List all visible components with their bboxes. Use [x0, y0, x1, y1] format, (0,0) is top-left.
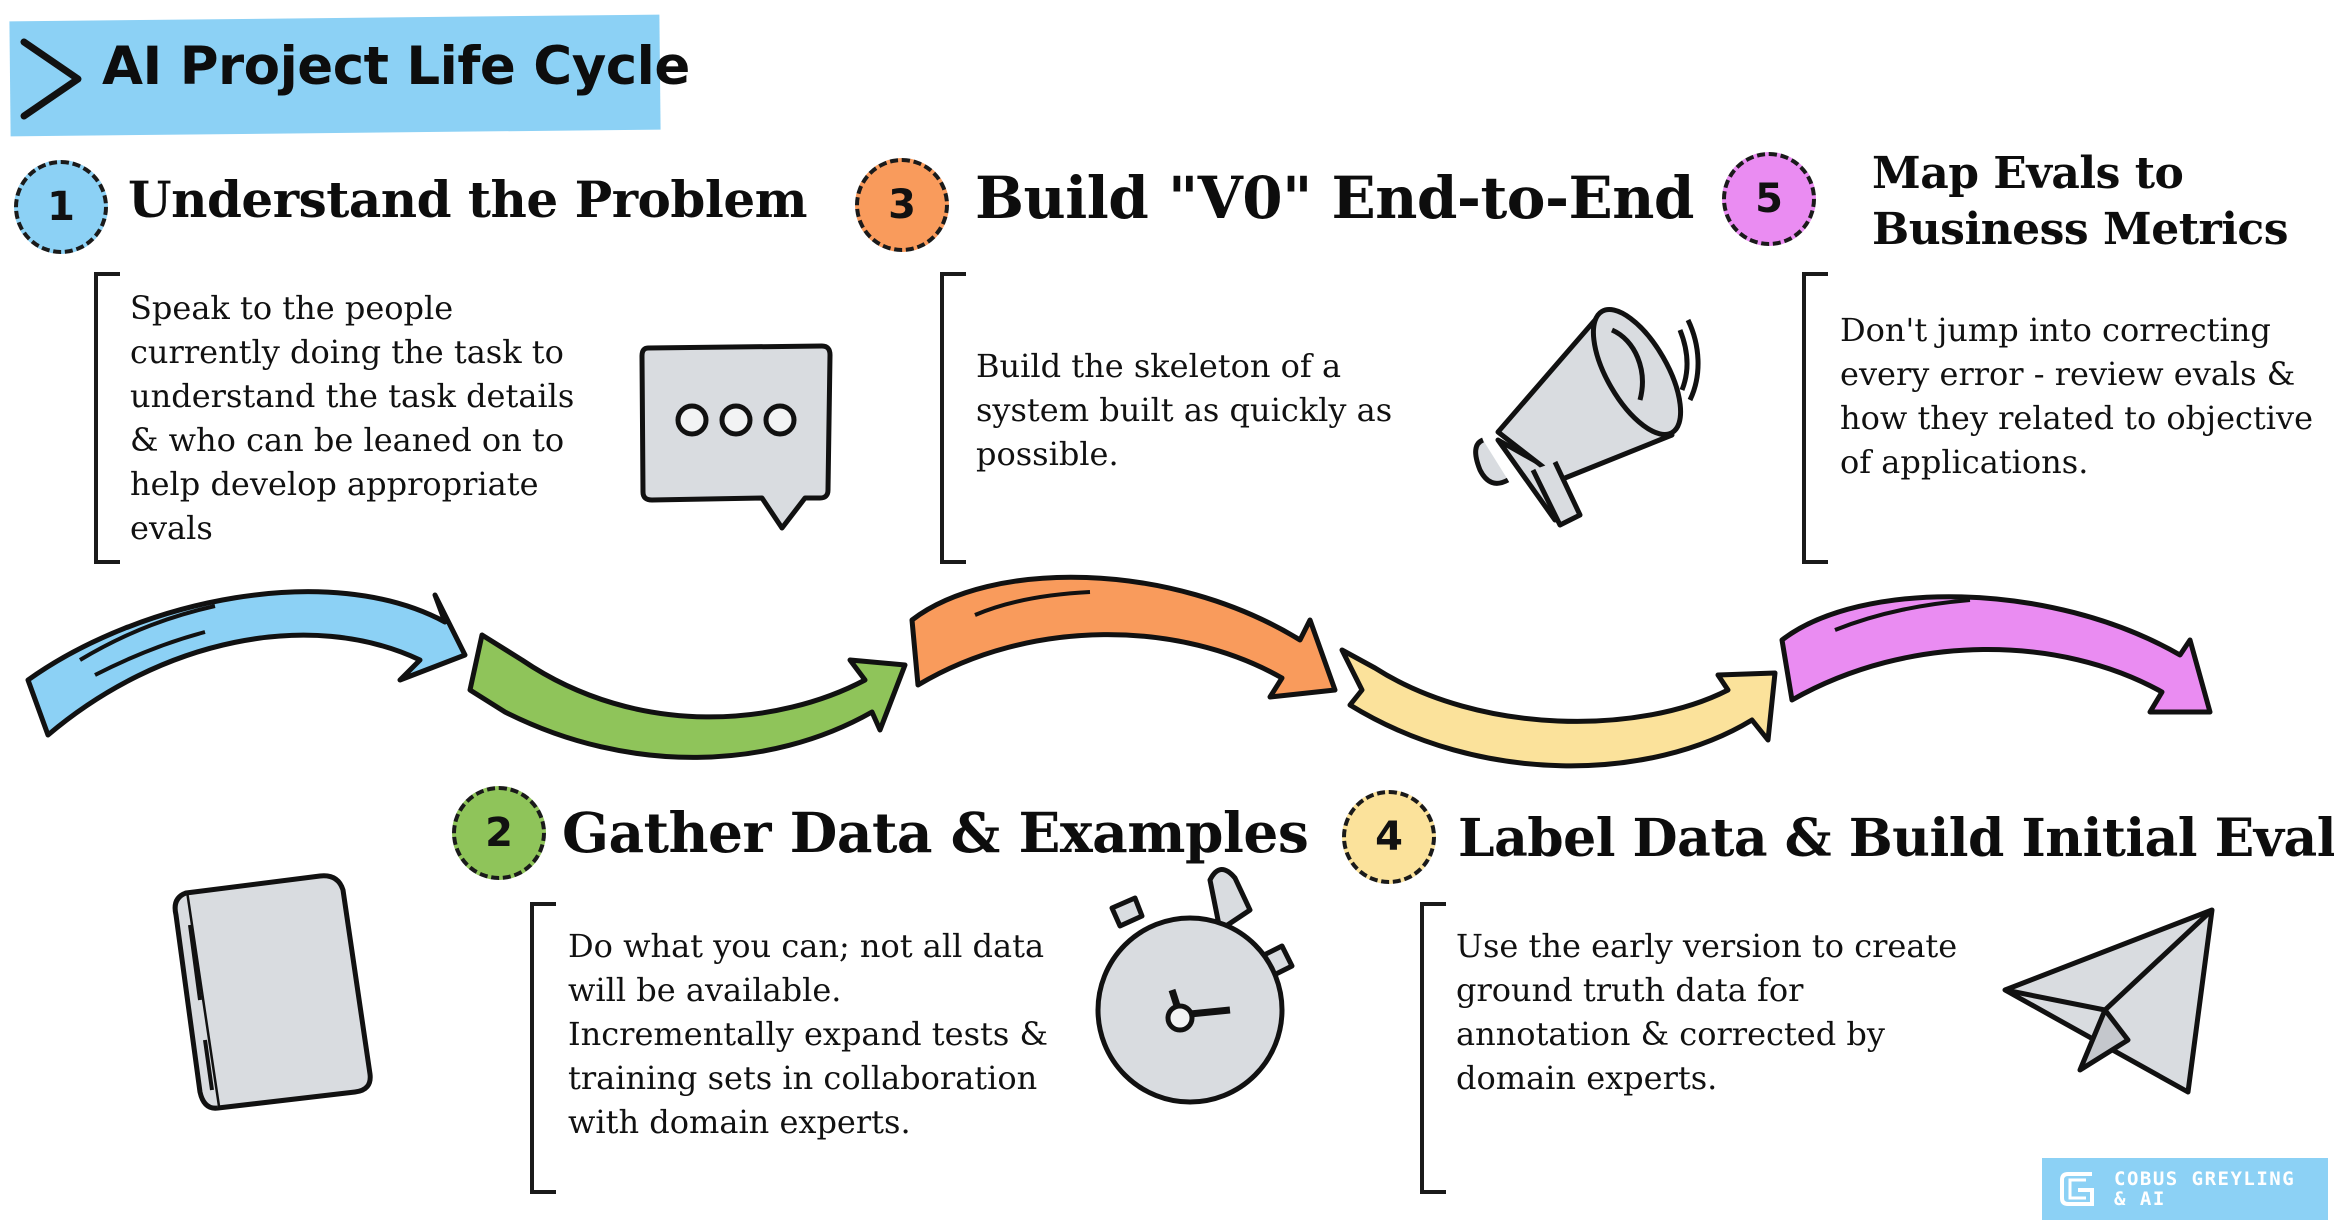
page-title: AI Project Life Cycle	[102, 36, 690, 97]
arrow-step-4	[1339, 647, 1778, 769]
arrow-step-3	[909, 574, 1338, 700]
step-badge-2: 2	[452, 786, 546, 880]
step-number: 3	[888, 182, 916, 228]
step-line: Incrementally expand tests &	[568, 1015, 1048, 1053]
step-badge-1: 1	[14, 160, 108, 254]
step-heading-line: Map Evals to	[1872, 148, 2184, 199]
step-number: 4	[1375, 814, 1403, 860]
step-line: currently doing the task to	[130, 333, 564, 371]
step-line: how they related to objective	[1840, 399, 2314, 437]
step-line: will be available.	[568, 971, 842, 1009]
brand-text: COBUS GREYLING & AI	[2114, 1168, 2296, 1210]
step-badge-3: 3	[855, 158, 949, 252]
brand-badge: COBUS GREYLING & AI	[2042, 1158, 2328, 1220]
step-line: Use the early version to create	[1456, 927, 1958, 965]
chat-bubble-icon	[639, 343, 833, 531]
step-line: with domain experts.	[568, 1103, 911, 1141]
step-badge-5: 5	[1722, 152, 1816, 246]
megaphone-icon	[1473, 307, 1701, 528]
step-line: training sets in collaboration	[568, 1059, 1038, 1097]
step-line: annotation & corrected by	[1456, 1015, 1885, 1053]
step-heading-2: Gather Data & Examples	[562, 800, 1309, 865]
step-line: ground truth data for	[1456, 971, 1804, 1009]
stopwatch-icon	[1095, 867, 1295, 1105]
step-bracket-2	[530, 902, 556, 1194]
step-line: evals	[130, 509, 213, 547]
step-bracket-1	[94, 272, 120, 564]
arrow-step-1	[25, 589, 468, 738]
step-line: domain experts.	[1456, 1059, 1718, 1097]
step-number: 2	[485, 810, 513, 856]
step-line: understand the task details	[130, 377, 575, 415]
step-line: Do what you can; not all data	[568, 927, 1045, 965]
step-line: system built as quickly as	[976, 391, 1393, 429]
step-number: 1	[47, 184, 75, 230]
step-heading-3: Build "V0" End-to-End	[975, 164, 1694, 232]
step-text-1: Speak to the people currently doing the …	[130, 286, 574, 550]
step-line: possible.	[976, 435, 1119, 473]
step-heading-line: Business Metrics	[1872, 204, 2289, 255]
step-bracket-4	[1420, 902, 1446, 1194]
arrow-step-2	[467, 632, 908, 760]
step-line: of applications.	[1840, 443, 2089, 481]
arrow-step-5	[1779, 594, 2213, 715]
paper-plane-icon	[2002, 907, 2215, 1095]
step-line: Speak to the people	[130, 289, 454, 327]
step-line: Don't jump into correcting	[1840, 311, 2271, 349]
step-text-3: Build the skeleton of a system built as …	[976, 344, 1392, 476]
step-number: 5	[1755, 176, 1783, 222]
step-text-2: Do what you can; not all data will be av…	[568, 924, 1048, 1144]
brand-logo-icon	[2060, 1172, 2094, 1206]
step-text-4: Use the early version to create ground t…	[1456, 924, 1957, 1100]
step-bracket-3	[940, 272, 966, 564]
chevron-right-icon	[20, 38, 82, 120]
step-heading-1: Understand the Problem	[128, 170, 808, 229]
book-icon	[172, 873, 373, 1111]
step-line: every error - review evals &	[1840, 355, 2296, 393]
step-line: help develop appropriate	[130, 465, 539, 503]
step-line: & who can be leaned on to	[130, 421, 565, 459]
step-line: Build the skeleton of a	[976, 347, 1342, 385]
step-bracket-5	[1802, 272, 1828, 564]
step-heading-4: Label Data & Build Initial Evals	[1458, 808, 2334, 869]
step-text-5: Don't jump into correcting every error -…	[1840, 308, 2313, 484]
step-badge-4: 4	[1342, 790, 1436, 884]
step-heading-5: Map Evals to Business Metrics	[1872, 146, 2289, 258]
